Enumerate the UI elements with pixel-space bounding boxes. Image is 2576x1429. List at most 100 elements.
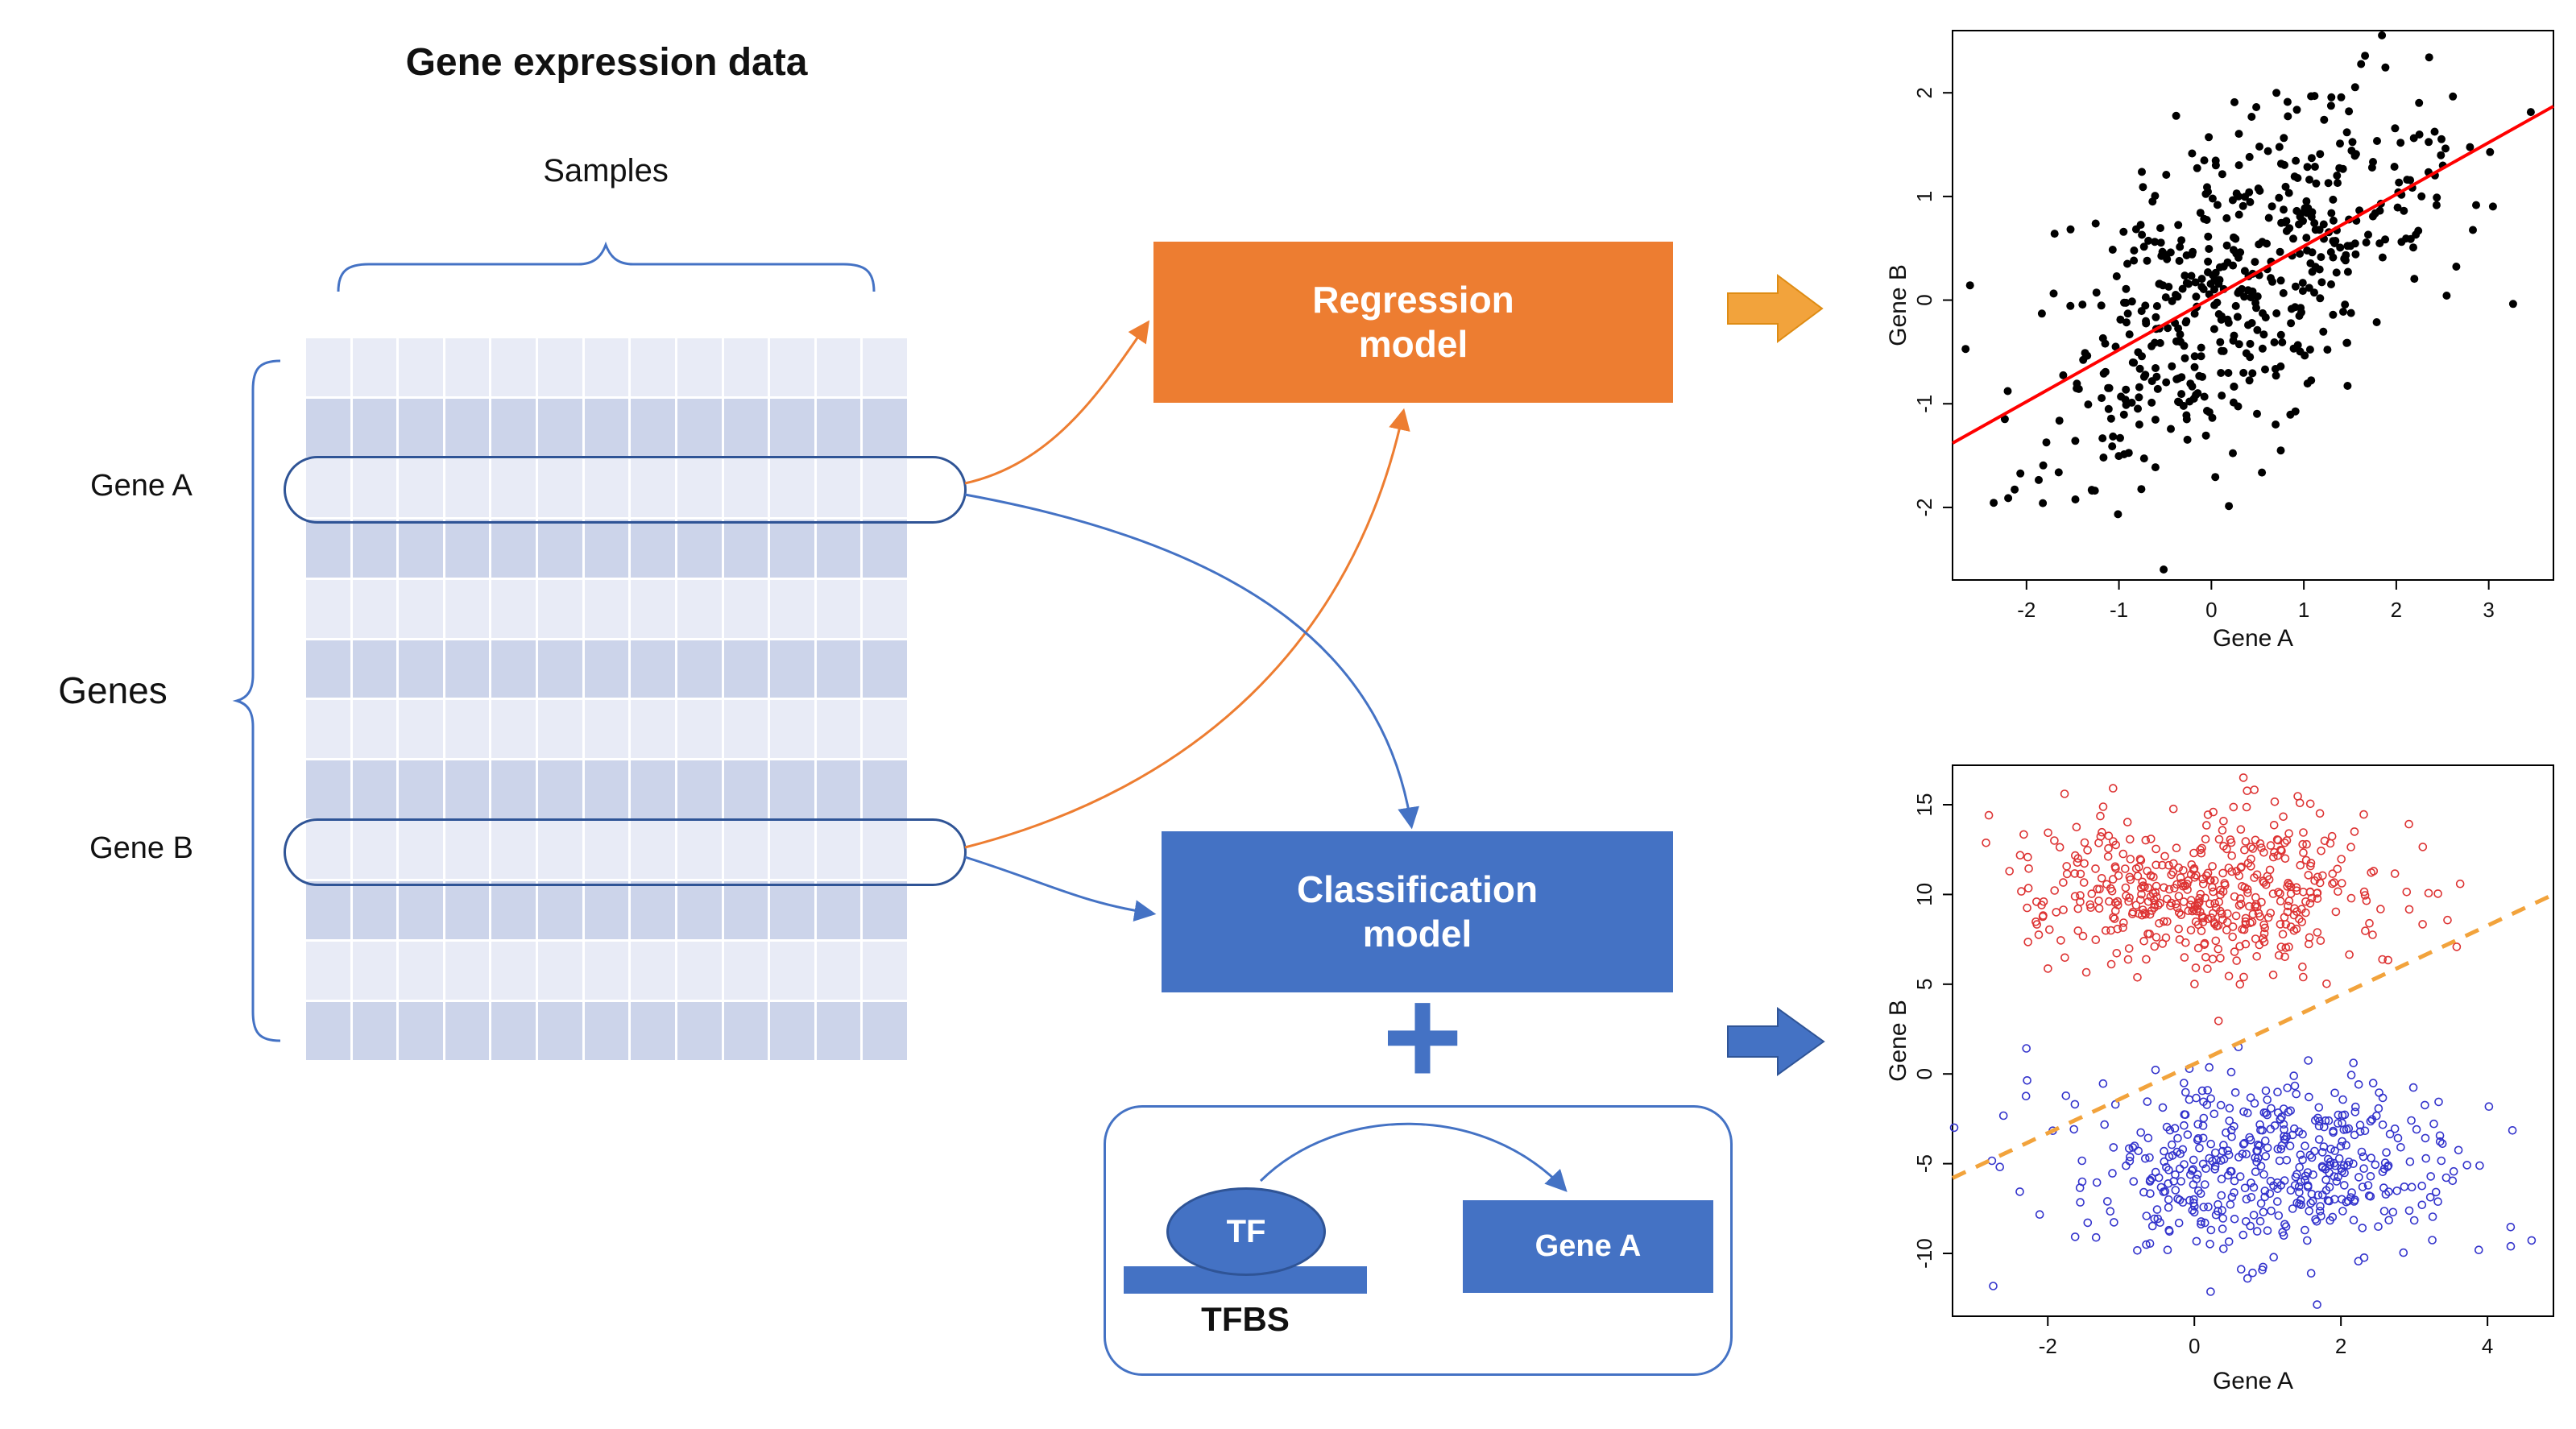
matrix-cell <box>770 579 814 638</box>
matrix-cell <box>816 942 861 1000</box>
matrix-cell <box>352 1002 397 1060</box>
matrix-cell <box>584 942 629 1000</box>
matrix-cell <box>306 942 350 1000</box>
matrix-cell <box>445 579 490 638</box>
regression-model-label: Regression model <box>1312 278 1514 365</box>
matrix-cell <box>491 942 536 1000</box>
classification-model-label: Classification model <box>1296 868 1539 955</box>
gene-expression-matrix <box>306 338 907 1060</box>
samples-label: Samples <box>543 153 669 188</box>
y-tick-label: 15 <box>1912 793 1936 817</box>
matrix-cell <box>863 942 907 1000</box>
matrix-cell <box>491 579 536 638</box>
matrix-cell <box>723 760 768 819</box>
matrix-cell <box>399 398 443 457</box>
plot-frame <box>1952 30 2554 581</box>
gene-a-to-classification-arrow[interactable] <box>964 493 1419 830</box>
matrix-cell <box>770 881 814 940</box>
tfbs-label: TFBS <box>1201 1300 1290 1338</box>
matrix-cell <box>770 942 814 1000</box>
matrix-cell <box>816 458 861 517</box>
matrix-cell <box>770 821 814 880</box>
y-tick-label: 0 <box>1912 294 1936 305</box>
matrix-cell <box>399 1002 443 1060</box>
matrix-cell <box>723 1002 768 1060</box>
matrix-cell <box>352 579 397 638</box>
matrix-cell <box>491 881 536 940</box>
matrix-cell <box>306 1002 350 1060</box>
matrix-cell <box>770 519 814 578</box>
matrix-cell <box>445 881 490 940</box>
matrix-cell <box>677 640 722 698</box>
matrix-cell <box>863 458 907 517</box>
gene-b-row-highlight <box>284 818 967 886</box>
matrix-cell <box>677 398 722 457</box>
matrix-cell <box>723 881 768 940</box>
matrix-cell <box>538 760 582 819</box>
matrix-cell <box>770 700 814 759</box>
matrix-cell <box>677 579 722 638</box>
matrix-cell <box>399 760 443 819</box>
matrix-cell <box>491 640 536 698</box>
regression-model-box: Regression model <box>1153 242 1673 403</box>
matrix-cell <box>584 700 629 759</box>
matrix-cell <box>723 458 768 517</box>
x-tick-label: -1 <box>2110 598 2128 622</box>
matrix-cell <box>863 760 907 819</box>
matrix-cell <box>677 760 722 819</box>
matrix-cell <box>445 821 490 880</box>
matrix-cell <box>816 519 861 578</box>
matrix-cell <box>863 640 907 698</box>
matrix-cell <box>677 700 722 759</box>
matrix-cell <box>863 881 907 940</box>
matrix-cell <box>723 579 768 638</box>
gene-b-to-regression-arrow[interactable] <box>964 408 1410 849</box>
matrix-cell <box>538 398 582 457</box>
matrix-cell <box>723 398 768 457</box>
matrix-cell <box>816 338 861 396</box>
matrix-cell <box>538 881 582 940</box>
matrix-cell <box>631 579 675 638</box>
matrix-cell <box>584 579 629 638</box>
matrix-cell <box>770 760 814 819</box>
matrix-cell <box>306 760 350 819</box>
y-tick-label: -5 <box>1912 1154 1936 1173</box>
matrix-cell <box>399 519 443 578</box>
matrix-cell <box>491 1002 536 1060</box>
matrix-cell <box>631 338 675 396</box>
matrix-cell <box>677 458 722 517</box>
matrix-cell <box>677 519 722 578</box>
matrix-cell <box>863 821 907 880</box>
matrix-cell <box>631 700 675 759</box>
matrix-cell <box>584 338 629 396</box>
matrix-cell <box>723 338 768 396</box>
classification-output-block-arrow <box>1727 1007 1825 1076</box>
matrix-cell <box>631 881 675 940</box>
x-tick-label: 4 <box>2482 1334 2493 1358</box>
gene-b-to-classification-arrow[interactable] <box>964 855 1157 922</box>
matrix-cell <box>399 942 443 1000</box>
matrix-cell <box>863 1002 907 1060</box>
x-tick-label: 3 <box>2483 598 2494 622</box>
tfbs-gene-a-label: Gene A <box>1534 1229 1642 1263</box>
matrix-cell <box>816 640 861 698</box>
matrix-cell <box>352 760 397 819</box>
matrix-cell <box>538 700 582 759</box>
matrix-cell <box>306 881 350 940</box>
y-tick-label: 10 <box>1912 883 1936 906</box>
matrix-cell <box>677 1002 722 1060</box>
matrix-cell <box>306 640 350 698</box>
matrix-cell <box>538 1002 582 1060</box>
gene-a-to-regression-arrow[interactable] <box>964 320 1150 485</box>
matrix-cell <box>491 458 536 517</box>
matrix-cell <box>770 1002 814 1060</box>
x-tick-label: 2 <box>2391 598 2402 622</box>
decision-boundary-line <box>1951 893 2555 1180</box>
matrix-cell <box>306 519 350 578</box>
matrix-cell <box>491 398 536 457</box>
matrix-cell <box>863 398 907 457</box>
